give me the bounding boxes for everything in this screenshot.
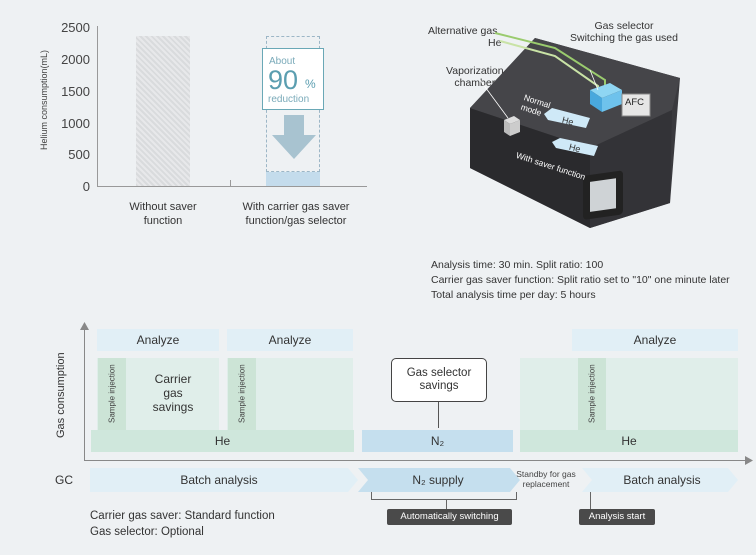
carrier-savings-line1: Carrier [154,372,192,386]
gas-selector-savings-line2: savings [419,380,459,392]
alt-gas-label: Alternative gas [428,25,498,37]
he-bar-2: He [520,430,738,452]
vapor-line1: Vaporization [446,65,504,77]
reduction-percent: % [305,77,316,91]
afc-label: AFC [625,97,644,108]
carrier-savings-line2: gas [163,386,183,400]
switching-bracket-stem [446,500,447,509]
note-gas-selector: Gas selector: Optional [90,526,204,538]
standby-label: Standby for gas replacement [508,469,584,489]
carrier-savings-line3: savings [152,400,194,414]
cat-label-with-saver: With carrier gas saver function/gas sele… [226,200,366,228]
timeline-x-axis [84,460,748,461]
he-bar-1: He [91,430,354,452]
y-tick-2500: 2500 [61,20,90,35]
timeline-y-axis [84,327,85,460]
analysis-start-stem [590,492,591,509]
y-axis-line [97,26,98,187]
analysis-start-badge: Analysis start [579,509,655,525]
y-tick-1500: 1500 [61,84,90,99]
condition-2: Carrier gas saver function: Split ratio … [431,274,730,286]
gas-selector-line1: Gas selector [594,20,654,32]
reduction-about: About [269,56,296,67]
gas-selector-line2: Switching the gas used [570,32,678,44]
vapor-line2: chamber [454,77,496,89]
reduction-callout: About 90 % reduction [262,48,324,110]
chart: Helium consumption(mL) 2500 2000 1500 10… [0,0,390,240]
condition-1: Analysis time: 30 min. Split ratio: 100 [431,259,604,271]
n2-bar: N₂ [362,430,513,452]
reduction-word: reduction [268,94,310,105]
consumption-region-3 [520,358,738,430]
standby-line1: Standby for gas [516,469,576,479]
analyze-header-3: Analyze [572,329,738,351]
bar-with-saver [266,171,320,186]
y-tick-500: 500 [68,147,90,162]
gc-phases-arrows [90,468,738,492]
gc-label: GC [55,473,73,487]
bar-without-saver [136,35,190,186]
condition-3: Total analysis time per day: 5 hours [431,289,596,301]
y-axis-arrow-icon [80,322,89,330]
y-tick-1000: 1000 [61,116,90,131]
cat2-line1: With carrier gas saver [242,201,350,213]
timeline-notes: Carrier gas saver: Standard function Gas… [90,508,275,540]
gas-selector-savings-line1: Gas selector [406,367,472,379]
auto-switching-badge: Automatically switching [387,509,512,525]
cat1-line2: function [143,215,183,227]
sample-injection-2: Sample injection [228,358,256,430]
standby-line2: replacement [522,479,570,489]
y-tick-2000: 2000 [61,52,90,67]
conditions: Analysis time: 30 min. Split ratio: 100 … [431,258,730,303]
y-tick-0: 0 [82,179,90,194]
batch-analysis-2: Batch analysis [623,473,701,487]
gas-selector-savings-pointer [438,402,439,428]
gas-consumption-axis-label: Gas consumption [55,352,67,438]
batch-analysis-1: Batch analysis [180,473,258,487]
x-axis-divider [230,180,231,187]
cat-label-without-saver: Without saver function [108,200,218,228]
he-label: He [488,37,502,49]
cat1-line1: Without saver [129,201,197,213]
sample-injection-3: Sample injection [578,358,606,430]
gas-selector-label: Gas selector Switching the gas used [570,20,678,44]
analyze-header-1: Analyze [97,329,219,351]
carrier-gas-savings: Carrier gas savings [138,372,208,414]
analyze-header-2: Analyze [227,329,353,351]
note-carrier-gas-saver: Carrier gas saver: Standard function [90,510,275,522]
sample-injection-1: Sample injection [98,358,126,430]
cat2-line2: function/gas selector [245,215,347,227]
down-arrow-icon [272,115,316,159]
switching-bracket [371,492,517,500]
gc-instrument-image [470,32,680,228]
n2-supply: N₂ supply [412,473,464,487]
reduction-value: 90 [268,65,299,95]
x-axis-arrow-icon [745,456,753,465]
gas-selector-savings-box: Gas selector savings [391,358,487,402]
vaporization-label: Vaporization chamber [446,65,504,89]
x-axis-line [97,186,367,187]
